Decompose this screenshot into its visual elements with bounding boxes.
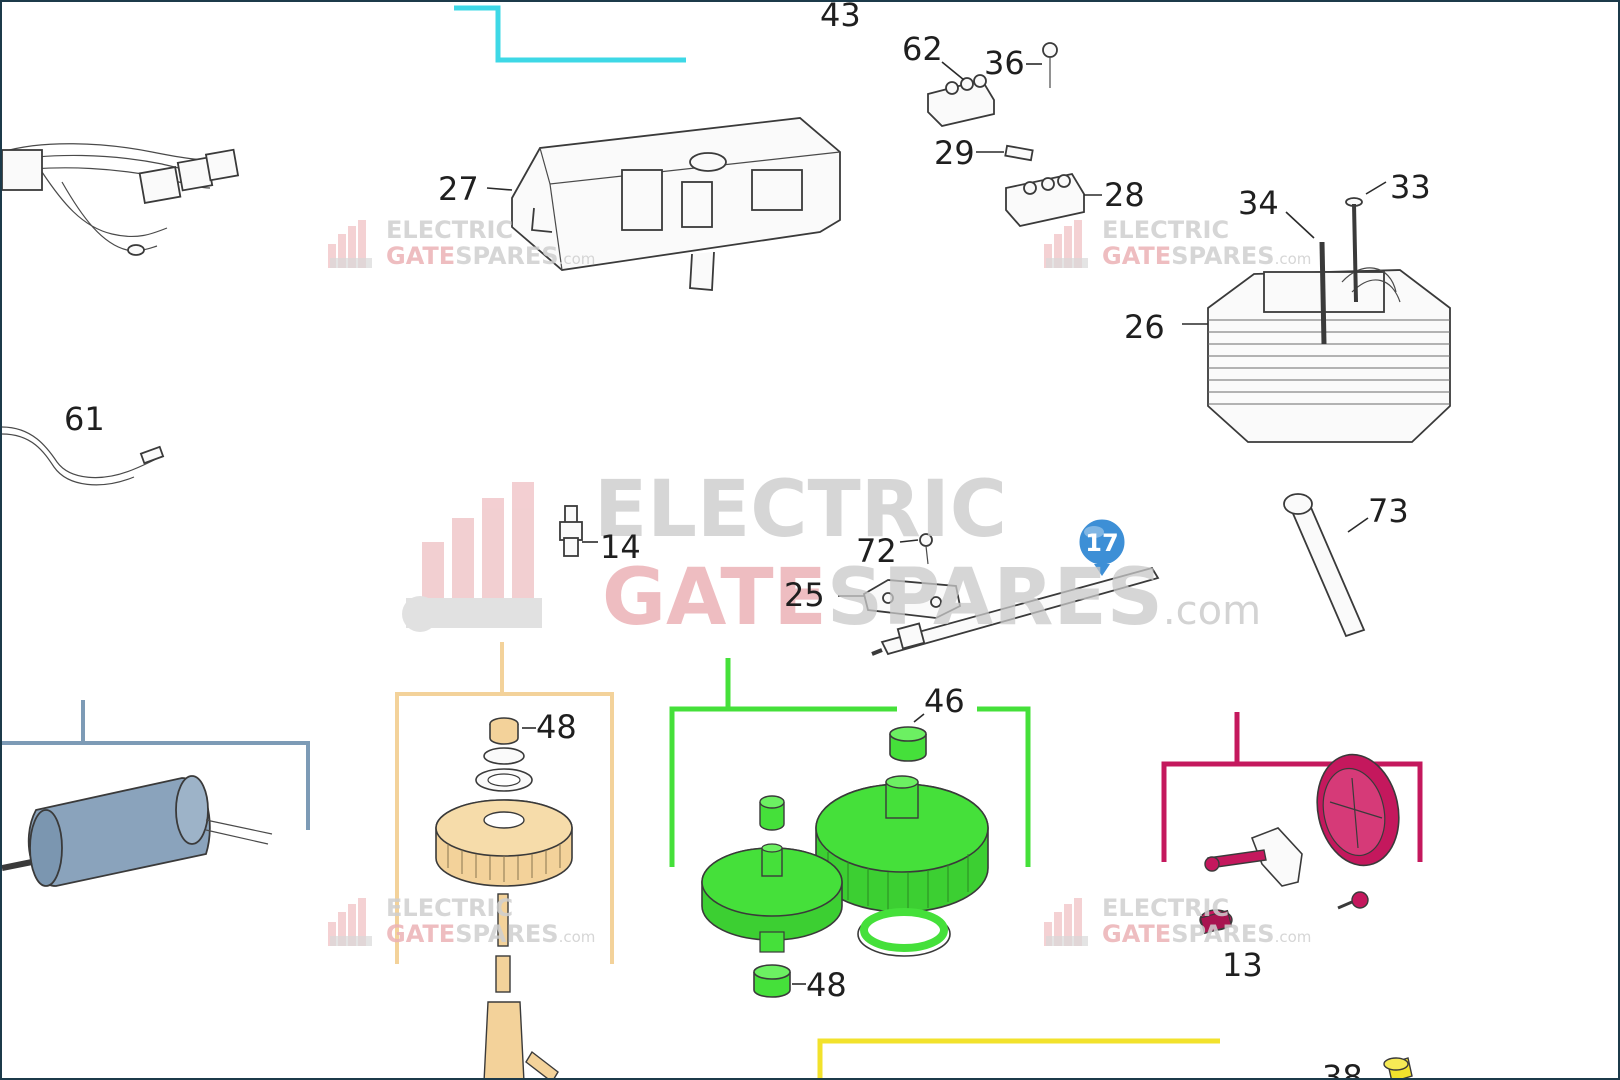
transformer-part-26[interactable] bbox=[1182, 267, 1451, 443]
motor-part[interactable] bbox=[2, 775, 273, 887]
bushing-part-48-top[interactable] bbox=[489, 717, 536, 745]
ring-part-green[interactable] bbox=[857, 908, 951, 957]
shaft-part-tan[interactable] bbox=[483, 893, 559, 1080]
control-board-part-27[interactable] bbox=[486, 117, 841, 291]
drive-shaft-part[interactable] bbox=[871, 566, 1160, 656]
rod-part-34[interactable] bbox=[1285, 211, 1327, 345]
svg-text:GATESPARES.com: GATESPARES.com bbox=[602, 553, 1261, 643]
bushing-part-48-bottom[interactable] bbox=[753, 964, 806, 998]
bolt-part-38[interactable] bbox=[1383, 1057, 1413, 1080]
release-cylinder-part-13[interactable] bbox=[1199, 909, 1233, 935]
part-label-27[interactable]: 27 bbox=[438, 170, 479, 208]
bracket-steel-blue bbox=[2, 700, 310, 830]
svg-text:ELECTRIC: ELECTRIC bbox=[1102, 216, 1229, 244]
watermark-logo-icon bbox=[402, 482, 542, 632]
part-label-14[interactable]: 14 bbox=[600, 528, 641, 566]
bushing-part-green-small[interactable] bbox=[759, 795, 785, 831]
washer-part[interactable] bbox=[475, 747, 533, 792]
part-label-38[interactable]: 38 bbox=[1322, 1058, 1363, 1080]
release-screw-part[interactable] bbox=[1337, 891, 1369, 910]
svg-text:GATESPARES.com: GATESPARES.com bbox=[1102, 242, 1311, 270]
hotspot-17[interactable]: 17 bbox=[1076, 516, 1128, 576]
part-label-34[interactable]: 34 bbox=[1238, 184, 1279, 222]
svg-text:ELECTRIC: ELECTRIC bbox=[594, 465, 1007, 555]
bracket-plate-part-25[interactable] bbox=[838, 579, 962, 619]
part-label-29[interactable]: 29 bbox=[934, 134, 975, 172]
watermark-large: ELECTRIC GATESPARES.com bbox=[402, 465, 1261, 643]
terminal-block-part-62[interactable] bbox=[927, 61, 995, 127]
part-label-48-top[interactable]: 48 bbox=[536, 708, 577, 746]
part-label-33[interactable]: 33 bbox=[1390, 168, 1431, 206]
part-label-62[interactable]: 62 bbox=[902, 30, 943, 68]
svg-text:ELECTRIC: ELECTRIC bbox=[1102, 894, 1229, 922]
lever-part-73[interactable] bbox=[1283, 493, 1369, 638]
svg-text:GATESPARES.com: GATESPARES.com bbox=[386, 242, 595, 270]
gear-tan-part[interactable] bbox=[435, 799, 573, 887]
gear-large-green-part[interactable] bbox=[815, 775, 989, 913]
gear-small-green-part[interactable] bbox=[701, 843, 843, 953]
bracket-cyan bbox=[454, 5, 686, 63]
part-label-61[interactable]: 61 bbox=[64, 400, 105, 438]
part-label-36[interactable]: 36 bbox=[984, 44, 1025, 82]
svg-text:ELECTRIC: ELECTRIC bbox=[386, 216, 513, 244]
part-label-13[interactable]: 13 bbox=[1222, 946, 1263, 984]
watermark-small: ELECTRIC GATESPARES.com bbox=[328, 894, 595, 948]
pin-part-14[interactable] bbox=[559, 505, 598, 557]
terminal-block-part-28[interactable] bbox=[1005, 172, 1102, 227]
rod-part-33[interactable] bbox=[1345, 181, 1387, 303]
release-plate-part[interactable] bbox=[1204, 827, 1303, 887]
svg-text:GATESPARES.com: GATESPARES.com bbox=[1102, 920, 1311, 948]
part-labels: 43 62 36 29 28 27 34 33 26 61 14 72 25 7… bbox=[64, 2, 1431, 1080]
svg-text:ELECTRIC: ELECTRIC bbox=[386, 894, 513, 922]
bushing-part-46[interactable] bbox=[889, 713, 927, 762]
svg-text:GATESPARES.com: GATESPARES.com bbox=[386, 920, 595, 948]
watermark-small: ELECTRIC GATESPARES.com bbox=[328, 216, 595, 270]
hotspot-label: 17 bbox=[1085, 529, 1118, 557]
watermark-small: ELECTRIC GATESPARES.com bbox=[1044, 894, 1311, 948]
part-label-48-bottom[interactable]: 48 bbox=[806, 966, 847, 1004]
part-label-26[interactable]: 26 bbox=[1124, 308, 1165, 346]
bracket-green bbox=[669, 658, 1031, 867]
screw-part-72[interactable] bbox=[899, 533, 933, 565]
wiring-harness-part[interactable] bbox=[2, 143, 240, 256]
part-label-46[interactable]: 46 bbox=[924, 682, 965, 720]
fuse-part-29[interactable] bbox=[976, 144, 1034, 162]
part-label-72[interactable]: 72 bbox=[856, 532, 897, 570]
part-label-25[interactable]: 25 bbox=[784, 576, 825, 614]
part-label-73[interactable]: 73 bbox=[1368, 492, 1409, 530]
watermark-small: ELECTRIC GATESPARES.com bbox=[1044, 216, 1311, 270]
release-knob-part[interactable] bbox=[1307, 747, 1409, 873]
bracket-tan bbox=[395, 642, 614, 964]
screw-part-36[interactable] bbox=[1026, 42, 1058, 88]
cable-part-61[interactable] bbox=[2, 426, 165, 486]
part-label-28[interactable]: 28 bbox=[1104, 176, 1145, 214]
bracket-yellow bbox=[817, 1038, 1220, 1078]
part-label-43[interactable]: 43 bbox=[820, 2, 861, 34]
bracket-magenta bbox=[1161, 712, 1423, 862]
